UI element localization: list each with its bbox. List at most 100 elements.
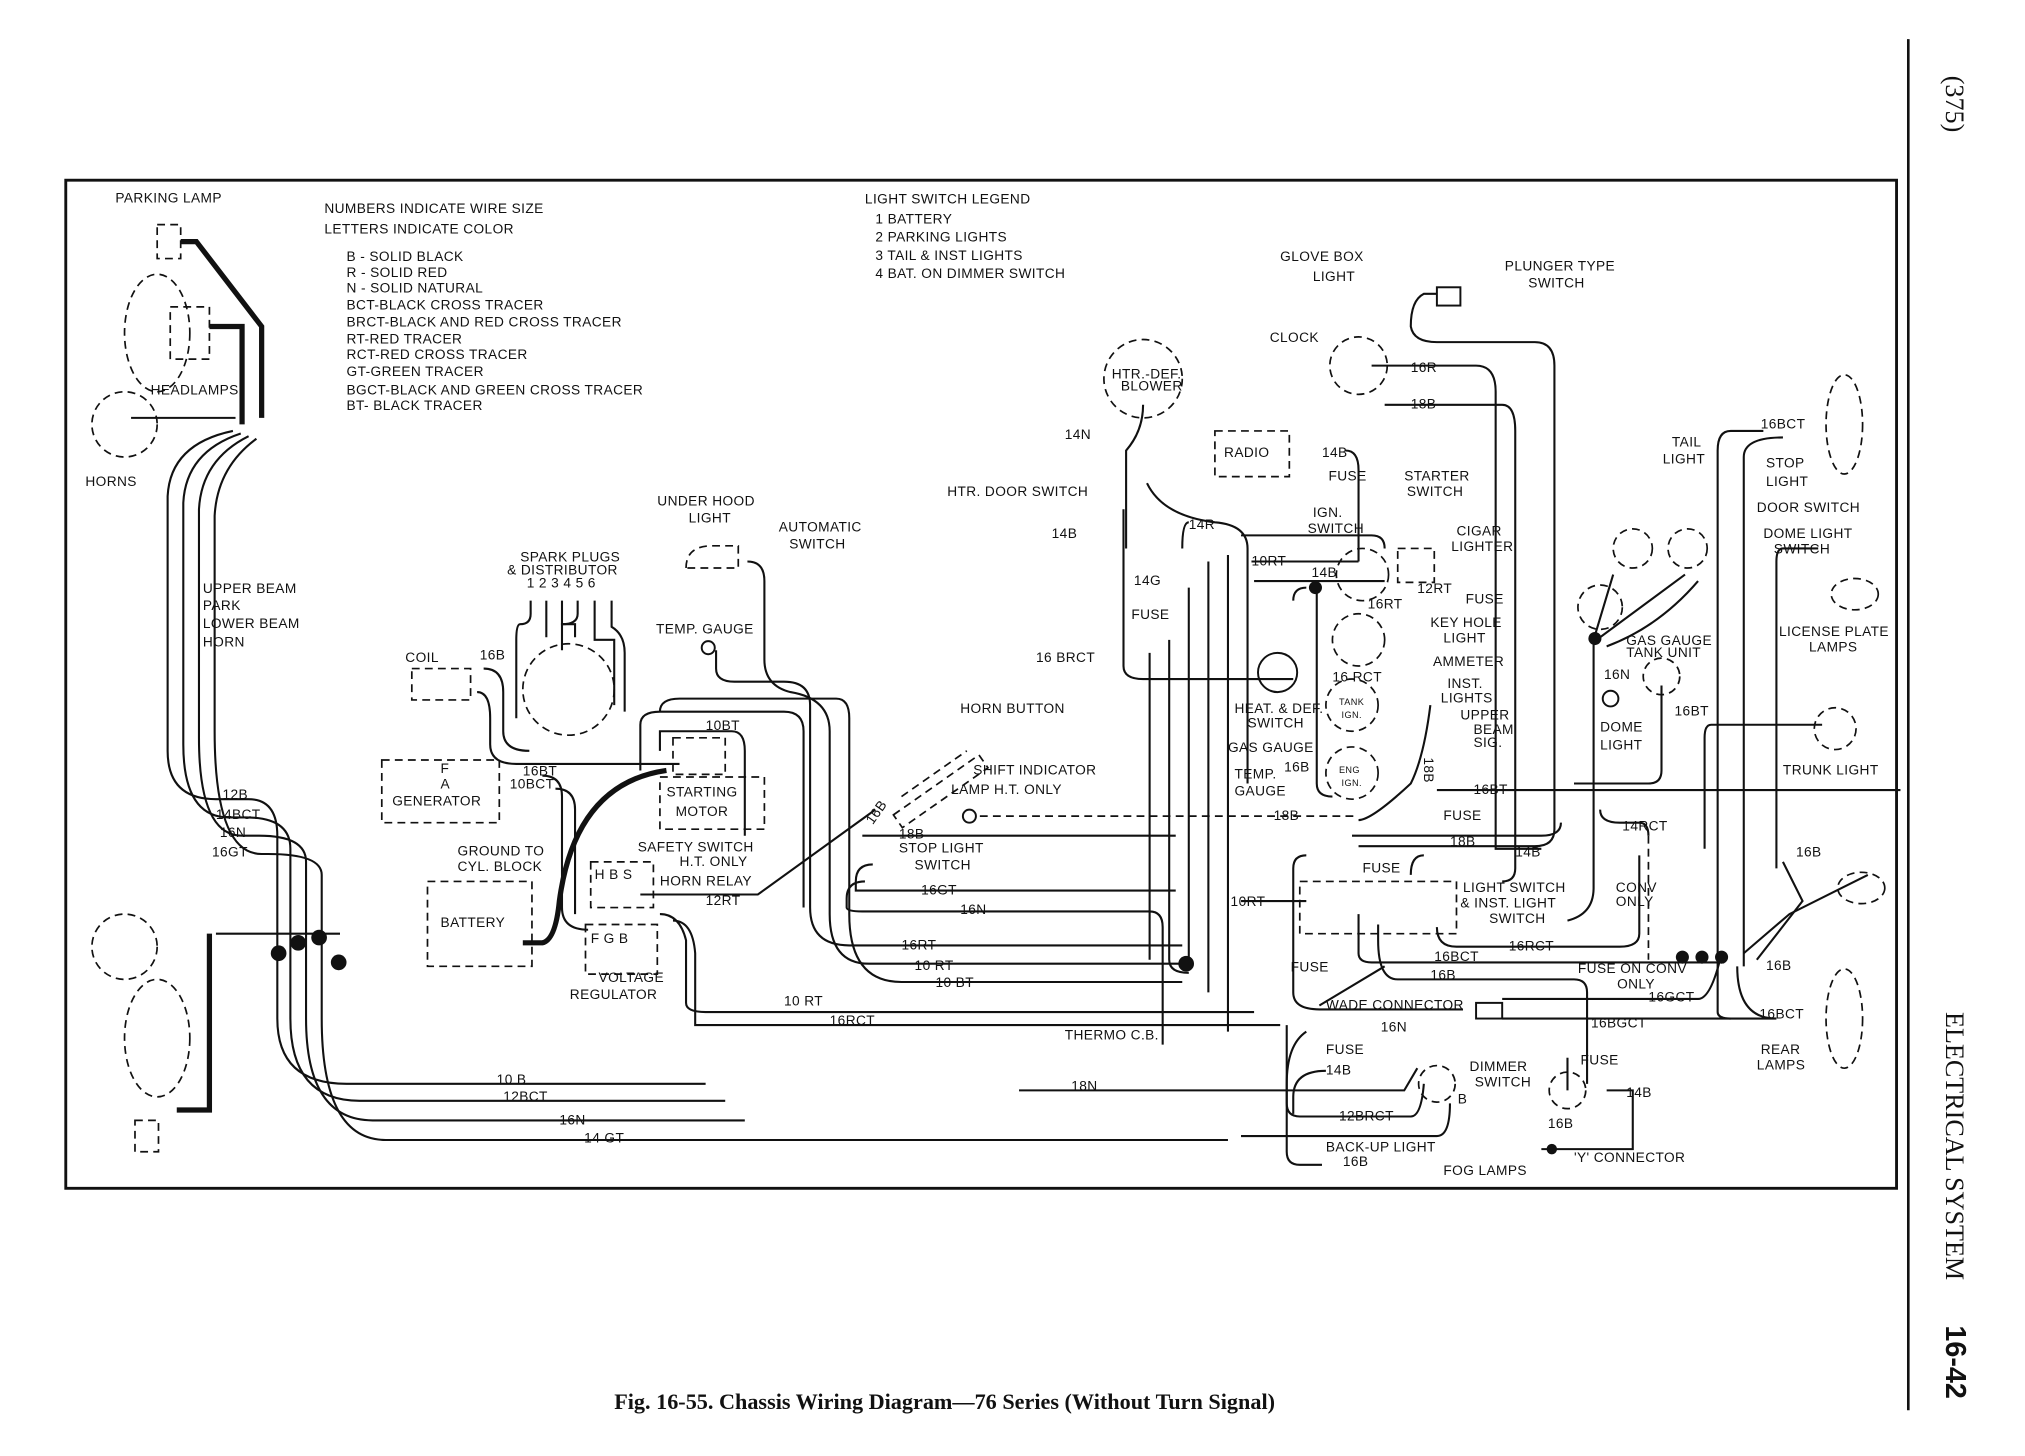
light-switch-legend-item: 3 TAIL & INST LIGHTS <box>875 248 1022 263</box>
diagram-label: SIG. <box>1473 735 1502 750</box>
diagram-label: ENG <box>1339 765 1360 775</box>
diagram-label: 14BCT <box>216 807 261 822</box>
temp-gauge <box>1325 746 1379 801</box>
diagram-label: VOLTAGE <box>599 970 664 985</box>
horn-lower <box>91 913 159 981</box>
diagram-label: 16RT <box>902 937 937 952</box>
diagram-label: LAMP H.T. ONLY <box>951 782 1062 797</box>
voltage-regulator <box>584 923 659 975</box>
battery <box>426 880 533 968</box>
diagram-label: UPPER <box>1460 708 1509 723</box>
diagram-label: 18B <box>1274 808 1300 823</box>
diagram-label: 18B <box>1421 757 1436 783</box>
diagram-label: GAUGE <box>1234 783 1285 798</box>
section-number: 16-42 <box>1939 1325 1971 1398</box>
diagram-label: FUSE <box>1329 469 1367 484</box>
diagram-label: H.T. ONLY <box>680 854 748 869</box>
diagram-label: 16B <box>1430 967 1456 982</box>
htr-def-blower <box>1103 338 1184 419</box>
diagram-label: SWITCH <box>1475 1074 1531 1089</box>
diagram-label: FUSE <box>1466 591 1504 606</box>
tail-light <box>1825 373 1864 475</box>
diagram-label: 16B <box>480 647 506 662</box>
horn-relay <box>589 860 655 909</box>
light-switch-legend: LIGHT SWITCH LEGEND 1 BATTERY 2 PARKING … <box>865 192 1065 281</box>
diagram-label: HEAT. & DEF. <box>1234 701 1323 716</box>
diagram-label: ONLY <box>1616 894 1654 909</box>
wade-connector <box>1475 1001 1504 1020</box>
diagram-label: 16BCT <box>1761 416 1806 431</box>
diagram-label: DOME <box>1600 719 1643 734</box>
diagram-label: 16BGCT <box>1591 1016 1647 1031</box>
light-switch-legend-item: 2 PARKING LIGHTS <box>875 230 1007 245</box>
diagram-label: AUTOMATIC <box>779 519 862 534</box>
diagram-label: 16GT <box>212 845 248 860</box>
diagram-label: LIGHT <box>689 510 732 525</box>
diagram-label: 16R <box>1411 360 1437 375</box>
diagram-label: TAIL <box>1672 435 1701 450</box>
radio <box>1214 430 1291 478</box>
diagram-label: 16GT <box>921 882 957 897</box>
diagram-label: A <box>441 777 451 792</box>
diagram-label: 14B <box>1322 445 1348 460</box>
diagram-label: CIGAR <box>1456 523 1501 538</box>
diagram-label: STARTER <box>1404 469 1469 484</box>
diagram-label: SWITCH <box>1774 542 1830 557</box>
diagram-label: BLOWER <box>1121 378 1183 393</box>
diagram-label: 10BCT <box>510 777 555 792</box>
diagram-label: REGULATOR <box>570 987 658 1002</box>
light-switch-legend-title: LIGHT SWITCH LEGEND <box>865 192 1031 207</box>
coil <box>410 667 472 701</box>
diagram-label: CONV <box>1616 880 1658 895</box>
diagram-label: 10 BT <box>935 975 974 990</box>
temp-gauge-sender <box>700 640 716 656</box>
diagram-label: HTR.-DEF. <box>1112 367 1182 382</box>
legend-item: BT- BLACK TRACER <box>347 398 483 413</box>
diagram-label: UNDER HOOD <box>657 493 755 508</box>
diagram-label: FUSE <box>1291 960 1329 975</box>
diagram-label: LIGHT <box>1766 474 1809 489</box>
diagram-label: DIMMER <box>1470 1059 1528 1074</box>
legend-item: BRCT-BLACK AND RED CROSS TRACER <box>347 314 622 329</box>
diagram-label: DOOR SWITCH <box>1757 500 1860 515</box>
diagram-label: LIGHTER <box>1451 539 1513 554</box>
diagram-label: 12BCT <box>503 1089 548 1104</box>
diagram-label: 16B <box>1796 845 1822 860</box>
diagram-label: 16BT <box>1473 782 1508 797</box>
diagram-label: SWITCH <box>789 536 845 551</box>
starter-switch <box>1396 547 1436 584</box>
diagram-label: GROUND TO <box>458 843 545 858</box>
section-title: ELECTRICAL SYSTEM <box>1940 1012 1969 1280</box>
diagram-label: TEMP. GAUGE <box>656 621 754 636</box>
diagram-label: GAS GAUGE <box>1228 740 1314 755</box>
legend-line-2: LETTERS INDICATE COLOR <box>324 222 514 237</box>
diagram-label: 16B <box>1548 1116 1574 1131</box>
diagram-label: 18B <box>899 826 925 841</box>
wires <box>131 238 1901 1166</box>
diagram-label: HORNS <box>85 474 136 489</box>
diagram-label: FUSE <box>1581 1052 1619 1067</box>
trunk-light <box>1813 706 1857 751</box>
diagram-label: SWITCH <box>1308 521 1364 536</box>
diagram-label: B <box>1458 1091 1468 1106</box>
light-switch-legend-item: 1 BATTERY <box>875 211 952 226</box>
diagram-label: PARKING LAMP <box>115 190 221 205</box>
fog-switch <box>1548 1071 1587 1110</box>
diagram-label: 16N <box>1604 667 1630 682</box>
diagram-label: 16 BRCT <box>1036 650 1095 665</box>
legend-item: RCT-RED CROSS TRACER <box>347 347 528 362</box>
diagram-label: 10RT <box>1251 553 1286 568</box>
diagram-label: REAR <box>1761 1042 1801 1057</box>
under-hood-lamp <box>685 544 740 569</box>
diagram-label: 14B <box>1515 845 1541 860</box>
diagram-label: BEAM <box>1473 722 1513 737</box>
starting-motor <box>659 776 766 831</box>
diagram-label: 14B <box>1626 1085 1652 1100</box>
diagram-label: UPPER BEAM <box>203 581 297 596</box>
diagram-label: THERMO C.B. <box>1065 1027 1159 1042</box>
diagram-label: FUSE ON CONV <box>1578 961 1687 976</box>
diagram-label: CYL. BLOCK <box>458 859 543 874</box>
ammeter <box>1331 612 1386 667</box>
ign-switch <box>1335 547 1390 602</box>
